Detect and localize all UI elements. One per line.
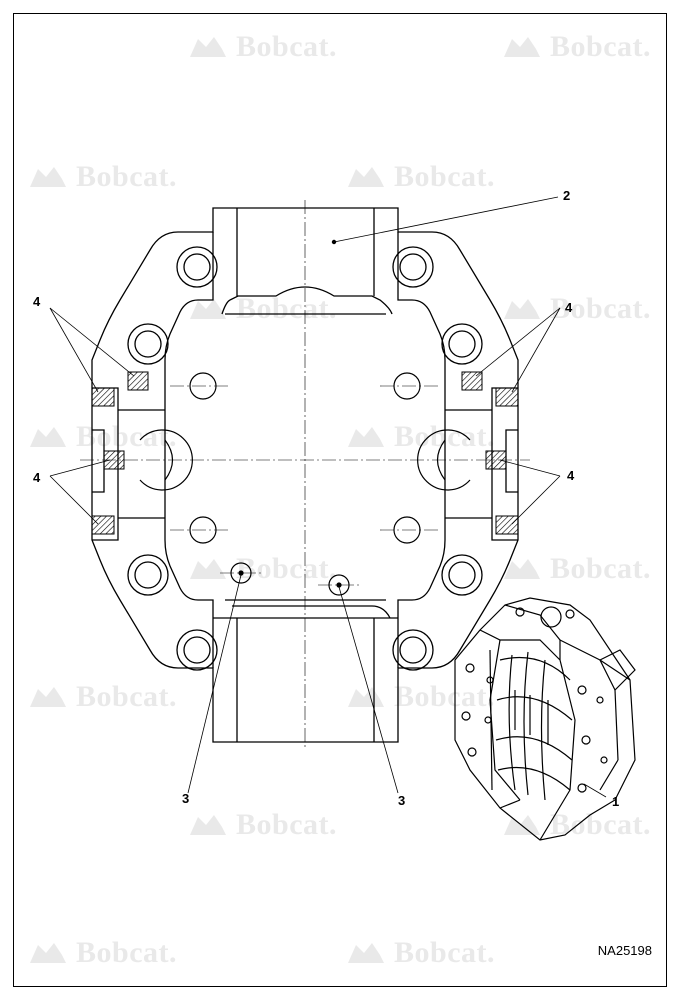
callout-item-4-upper-right: 4	[565, 300, 573, 315]
bobcat-watermark: Bobcat.	[502, 292, 651, 326]
callout-item-3-left: 3	[182, 791, 190, 806]
bobcat-watermark: Bobcat.	[502, 30, 651, 64]
bobcat-watermark: Bobcat.	[346, 420, 495, 454]
bobcat-logo-icon	[502, 555, 542, 581]
bobcat-watermark: Bobcat.	[188, 552, 337, 586]
callout-item-4-upper-left: 4	[33, 294, 41, 309]
small-bores	[139, 372, 471, 596]
bobcat-watermark: Bobcat.	[346, 680, 495, 714]
bobcat-watermark: Bobcat.	[188, 30, 337, 64]
drawing-code: NA25198	[597, 943, 652, 958]
bobcat-logo-icon	[188, 555, 228, 581]
bobcat-logo-icon	[346, 683, 386, 709]
bobcat-watermark: Bobcat.	[188, 808, 337, 842]
bobcat-logo-icon	[28, 683, 68, 709]
callout-item-1: 1	[612, 794, 620, 809]
callout-item-4-lower-left: 4	[33, 470, 41, 485]
bobcat-watermark: Bobcat.	[28, 420, 177, 454]
bobcat-logo-icon	[188, 811, 228, 837]
bobcat-logo-icon	[188, 33, 228, 59]
callout-item-2: 2	[563, 188, 571, 203]
bobcat-logo-icon	[346, 163, 386, 189]
bobcat-logo-icon	[502, 295, 542, 321]
drawing-frame	[13, 13, 667, 987]
callout-item-4-lower-right: 4	[567, 468, 575, 483]
bobcat-logo-icon	[28, 423, 68, 449]
isometric-valve-view	[454, 597, 636, 841]
hatched-plugs	[91, 371, 519, 535]
bolt-holes	[127, 246, 483, 671]
bobcat-logo-icon	[346, 939, 386, 965]
bobcat-watermark: Bobcat.	[346, 160, 495, 194]
bobcat-watermark: Bobcat.	[346, 936, 495, 970]
bobcat-watermark: Bobcat.	[188, 292, 337, 326]
bobcat-logo-icon	[28, 163, 68, 189]
bobcat-watermark: Bobcat.	[502, 552, 651, 586]
bobcat-watermark: Bobcat.	[28, 680, 177, 714]
leader-lines	[49, 196, 607, 798]
bobcat-watermark: Bobcat.	[28, 936, 177, 970]
callout-item-3-right: 3	[398, 793, 406, 808]
bobcat-logo-icon	[502, 33, 542, 59]
bobcat-logo-icon	[28, 939, 68, 965]
bobcat-watermark: Bobcat.	[502, 808, 651, 842]
bobcat-logo-icon	[346, 423, 386, 449]
centre-lines	[80, 200, 530, 750]
bobcat-watermark: Bobcat.	[28, 160, 177, 194]
bobcat-logo-icon	[188, 295, 228, 321]
